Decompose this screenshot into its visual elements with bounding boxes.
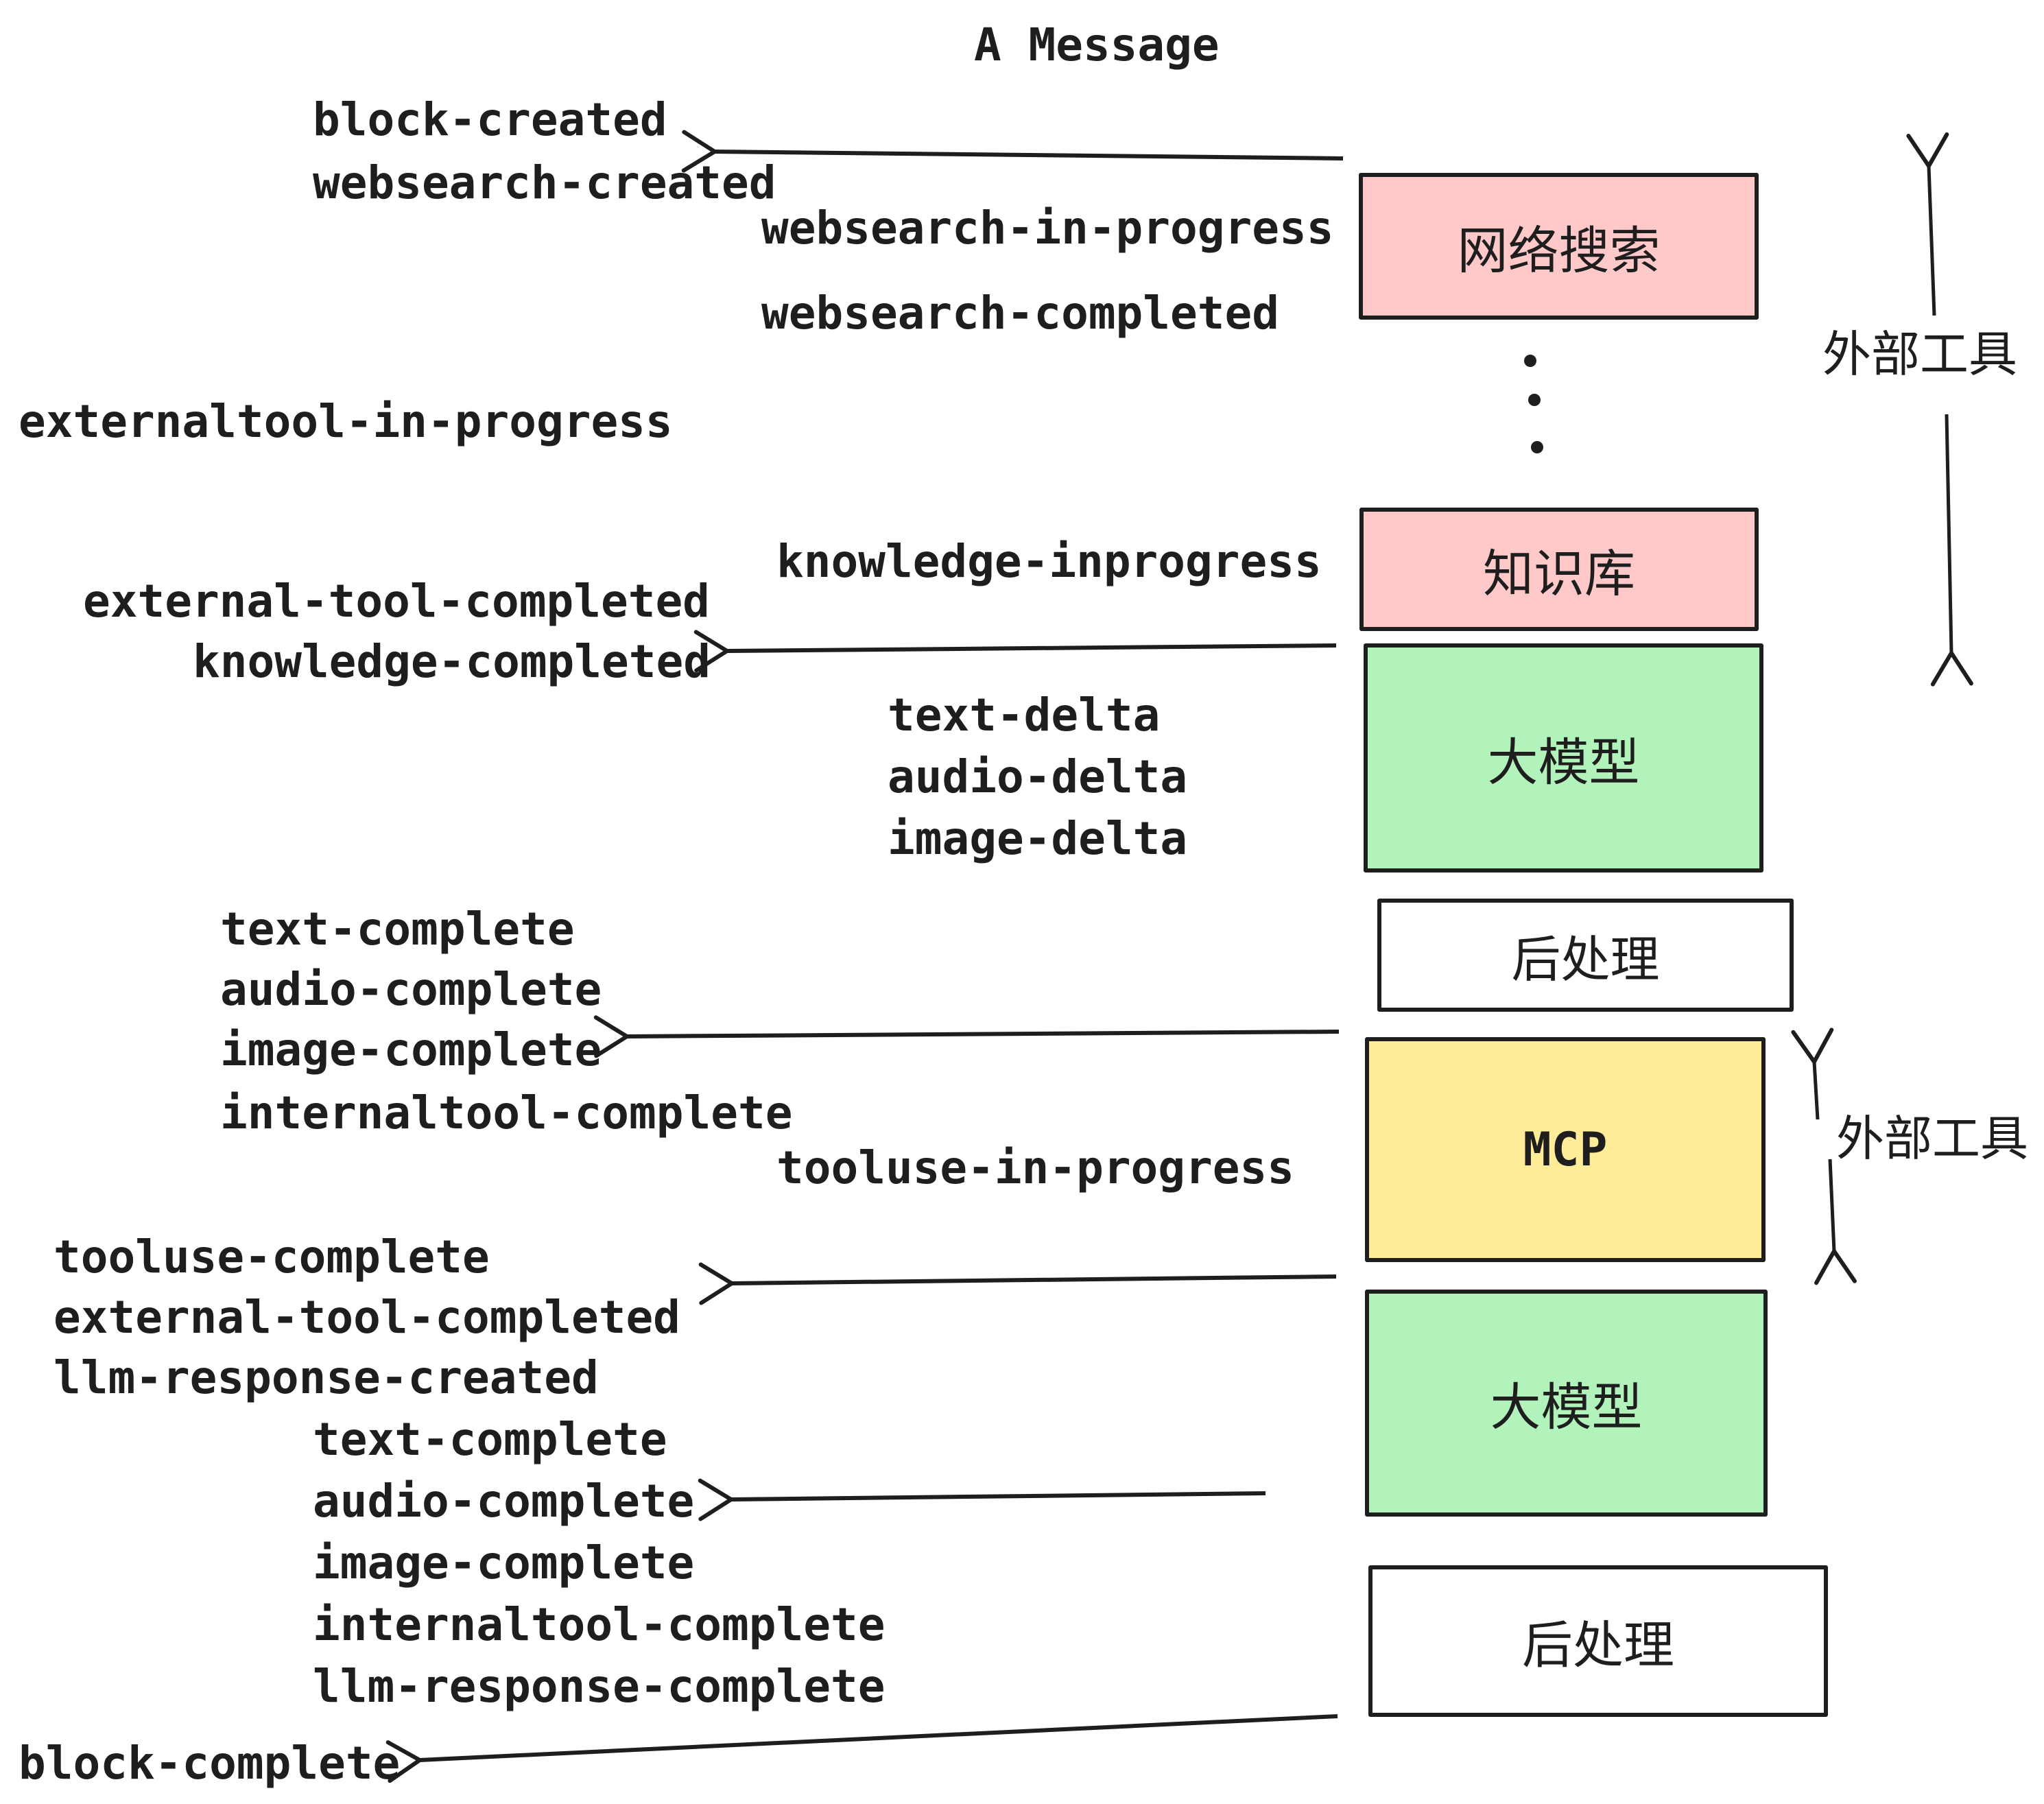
event-label-websearch-in-progress: websearch-in-progress [761,202,1334,254]
box-knowledge-base-label: 知识库 [1483,544,1635,604]
arrow-external-tools-bottom-down [1830,1159,1834,1251]
diagram-title: A Message [974,19,1220,71]
arrow-external-tools-top-down [1947,414,1951,653]
arrow-external-tools-top-up [1929,166,1934,316]
event-label-websearch-created: websearch-created [313,156,776,209]
box-llm-2: 大模型 [1365,1290,1768,1517]
box-postprocess-2: 后处理 [1368,1565,1828,1717]
ellipsis-dot [1531,441,1543,453]
event-label-external-tool-completed-2: external-tool-completed [54,1291,680,1344]
event-label-text-complete-2: text-complete [313,1413,667,1466]
event-label-external-tool-completed-1: external-tool-completed [83,575,710,628]
box-llm-1-label: 大模型 [1487,733,1640,792]
box-llm-1: 大模型 [1364,643,1763,873]
event-label-text-delta-1: text-delta [888,689,1161,741]
event-label-tooluse-in-progress: tooluse-in-progress [776,1141,1294,1194]
event-label-block-created: block-created [313,93,667,146]
event-label-internaltool-complete-2: internaltool-complete [313,1598,886,1651]
arrow-external-tools-bottom-up [1814,1062,1818,1120]
arrow-knowledge-completed [727,645,1337,651]
event-label-block-complete: block-complete [19,1737,401,1790]
arrow-block-complete [420,1714,1338,1760]
box-knowledge-base: 知识库 [1359,508,1759,631]
box-postprocess-2-label: 后处理 [1522,1616,1674,1675]
event-label-internaltool-complete-1: internaltool-complete [220,1087,793,1139]
event-label-audio-complete-1: audio-complete [220,963,602,1016]
event-label-audio-complete-2: audio-complete [313,1475,695,1528]
event-label-websearch-completed: websearch-completed [761,287,1279,340]
event-label-knowledge-inprogress: knowledge-inprogress [776,535,1322,588]
annotation-external-tools-top: 外部工具 [1822,326,2018,383]
event-label-knowledge-completed: knowledge-completed [193,635,711,688]
event-label-audio-delta-1: audio-delta [888,750,1188,803]
box-web-search-label: 网络搜索 [1457,221,1661,281]
ellipsis-dot [1524,355,1536,367]
arrow-tooluse-complete [732,1277,1337,1283]
event-label-text-complete-1: text-complete [220,903,575,956]
event-label-llm-response-complete: llm-response-complete [313,1660,886,1713]
box-mcp-label: MCP [1523,1122,1608,1177]
event-label-externaltool-in-progress: externaltool-in-progress [19,395,673,448]
box-web-search: 网络搜索 [1359,173,1759,320]
ellipsis-dot [1528,394,1541,406]
box-mcp: MCP [1365,1037,1766,1262]
box-postprocess-1: 后处理 [1377,899,1794,1012]
arrow-websearch-created [715,152,1344,158]
event-label-image-complete-2: image-complete [313,1536,695,1589]
arrow-complete-group-2 [731,1493,1266,1499]
event-label-llm-response-created: llm-response-created [54,1351,599,1404]
event-label-image-complete-1: image-complete [220,1023,602,1076]
box-postprocess-1-label: 后处理 [1511,931,1660,988]
box-llm-2-label: 大模型 [1490,1378,1643,1437]
event-label-tooluse-complete: tooluse-complete [54,1231,490,1283]
annotation-external-tools-bottom: 外部工具 [1836,1111,2028,1167]
event-label-image-delta-1: image-delta [888,812,1188,865]
arrow-complete-group-1 [627,1032,1340,1036]
